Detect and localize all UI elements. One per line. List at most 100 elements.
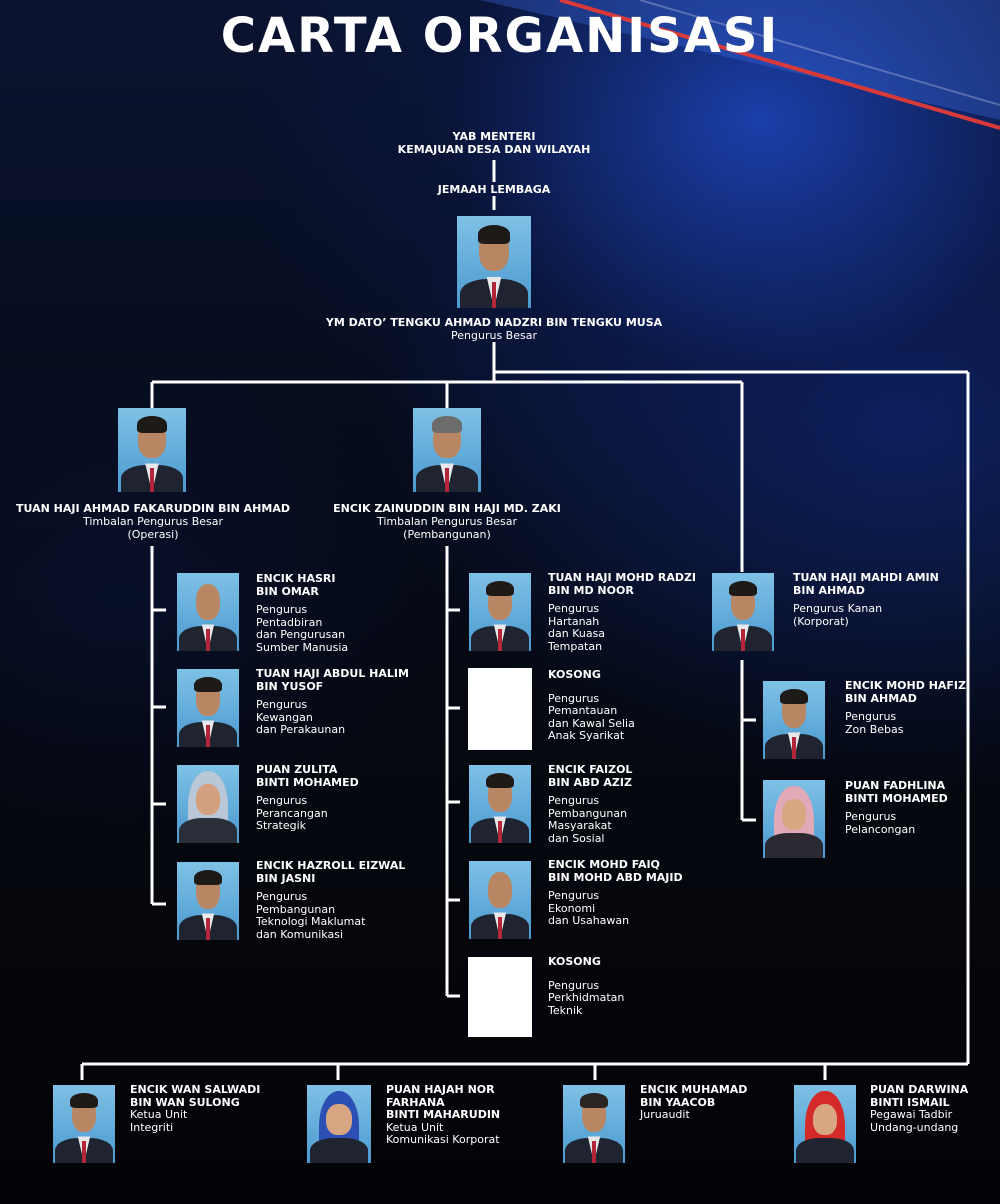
- deputy-operasi-photo: [118, 408, 186, 492]
- unit-role-1a: Ketua Unit: [130, 1108, 188, 1121]
- korporat-head-name-b: BIN AHMAD: [793, 583, 865, 597]
- operasi-photo-1: [177, 573, 239, 651]
- deputy-operasi-division: (Operasi): [127, 528, 179, 541]
- korporat-head-role-b: (Korporat): [793, 614, 849, 628]
- unit-card-1: ENCIK WAN SALWADI BIN WAN SULONG Ketua U…: [130, 1083, 295, 1134]
- operasi-photo-3: [177, 765, 239, 843]
- deputy-pembangunan-photo: [413, 408, 481, 492]
- pembangunan-name-4a: ENCIK MOHD FAIQ: [548, 858, 660, 871]
- korporat-head-card: TUAN HAJI MAHDI AMIN BIN AHMAD Pengurus …: [793, 571, 963, 628]
- pembangunan-card-5: KOSONG Pengurus Perkhidmatan Teknik: [548, 955, 708, 1017]
- deputy-operasi-caption: TUAN HAJI AHMAD FAKARUDDIN BIN AHMAD Tim…: [8, 502, 298, 541]
- korporat-sub-role-2b: Pelancongan: [845, 822, 916, 836]
- ceo-caption: YM DATO’ TENGKU AHMAD NADZRI BIN TENGKU …: [294, 316, 694, 342]
- operasi-role-4b: Pembangunan: [256, 902, 336, 916]
- korporat-sub-name-2a: PUAN FADHLINA: [845, 779, 946, 792]
- unit-photo-1: [53, 1085, 115, 1163]
- unit-name-2a: PUAN HAJAH NOR FARHANA: [386, 1083, 495, 1109]
- operasi-role-4c: Teknologi Maklumat: [256, 915, 366, 928]
- unit-card-4: PUAN DARWINA BINTI ISMAIL Pegawai Tadbir…: [870, 1083, 995, 1134]
- unit-role-2a: Ketua Unit: [386, 1120, 444, 1134]
- pembangunan-role-2c: dan Kawal Selia: [548, 716, 635, 730]
- pembangunan-role-4a: Pengurus: [548, 889, 600, 902]
- pembangunan-role-1b: Hartanah: [548, 614, 600, 628]
- pembangunan-card-3: ENCIK FAIZOL BIN ABD AZIZ Pengurus Pemba…: [548, 763, 708, 845]
- minister-line-1: YAB MENTERI: [452, 130, 536, 143]
- operasi-role-3c: Strategik: [256, 819, 307, 832]
- operasi-role-3a: Pengurus: [256, 794, 308, 807]
- pembangunan-card-1: TUAN HAJI MOHD RADZI BIN MD NOOR Penguru…: [548, 571, 708, 653]
- portrait-male-icon: [195, 583, 221, 620]
- unit-name-1b: BIN WAN SULONG: [130, 1095, 240, 1109]
- korporat-sub-card-1: ENCIK MOHD HAFIZ BIN AHMAD Pengurus Zon …: [845, 679, 995, 736]
- pembangunan-card-4: ENCIK MOHD FAIQ BIN MOHD ABD MAJID Pengu…: [548, 858, 718, 928]
- pembangunan-name-3a: ENCIK FAIZOL: [548, 763, 633, 776]
- ceo-photo: [457, 216, 531, 308]
- unit-card-3: ENCIK MUHAMAD BIN YAACOB Juruaudit: [640, 1083, 780, 1122]
- operasi-name-4b: BIN JASNI: [256, 871, 316, 885]
- korporat-sub-role-2a: Pengurus: [845, 810, 897, 823]
- unit-photo-3: [563, 1085, 625, 1163]
- unit-role-4a: Pegawai Tadbir: [870, 1108, 953, 1121]
- ceo-name: YM DATO’ TENGKU AHMAD NADZRI BIN TENGKU …: [325, 316, 663, 329]
- pembangunan-name-1a: TUAN HAJI MOHD RADZI: [548, 571, 697, 584]
- pembangunan-role-3c: Masyarakat: [548, 819, 612, 832]
- pembangunan-role-3d: dan Sosial: [548, 831, 605, 845]
- pembangunan-role-4c: dan Usahawan: [548, 914, 630, 927]
- operasi-role-1a: Pengurus: [256, 603, 308, 616]
- korporat-sub-photo-2: [763, 780, 825, 858]
- unit-card-2: PUAN HAJAH NOR FARHANA BINTI MAHARUDIN K…: [386, 1083, 556, 1147]
- decorative-streak: [480, 0, 1000, 130]
- operasi-name-1b: BIN OMAR: [256, 584, 319, 598]
- deputy-operasi-name: TUAN HAJI AHMAD FAKARUDDIN BIN AHMAD: [16, 502, 290, 515]
- unit-name-4a: PUAN DARWINA: [870, 1083, 969, 1096]
- operasi-role-4a: Pengurus: [256, 890, 308, 903]
- operasi-photo-2: [177, 669, 239, 747]
- unit-name-1a: ENCIK WAN SALWADI: [130, 1083, 261, 1096]
- pembangunan-role-2b: Pemantauan: [548, 704, 618, 717]
- operasi-card-4: ENCIK HAZROLL EIZWAL BIN JASNI Pengurus …: [256, 859, 426, 941]
- operasi-name-3b: BINTI MOHAMED: [256, 775, 359, 789]
- pembangunan-photo-4: [469, 861, 531, 939]
- operasi-photo-4: [177, 862, 239, 940]
- operasi-role-2a: Pengurus: [256, 698, 308, 711]
- pembangunan-role-3b: Pembangunan: [548, 806, 628, 820]
- unit-photo-4: [794, 1085, 856, 1163]
- minister-line-2: KEMAJUAN DESA DAN WILAYAH: [397, 143, 591, 156]
- pembangunan-role-5a: Pengurus: [548, 978, 600, 992]
- unit-role-1b: Integriti: [130, 1120, 174, 1134]
- operasi-name-4a: ENCIK HAZROLL EIZWAL: [256, 859, 406, 872]
- unit-name-4b: BINTI ISMAIL: [870, 1095, 950, 1109]
- korporat-sub-card-2: PUAN FADHLINA BINTI MOHAMED Pengurus Pel…: [845, 779, 995, 836]
- pembangunan-name-1b: BIN MD NOOR: [548, 583, 634, 597]
- pembangunan-name-5: KOSONG: [548, 955, 601, 968]
- pembangunan-card-2: KOSONG Pengurus Pemantauan dan Kawal Sel…: [548, 668, 708, 743]
- korporat-sub-name-1a: ENCIK MOHD HAFIZ: [845, 679, 967, 692]
- pembangunan-photo-3: [469, 765, 531, 843]
- operasi-name-2b: BIN YUSOF: [256, 679, 324, 693]
- unit-name-2b: BINTI MAHARUDIN: [386, 1108, 501, 1121]
- korporat-sub-name-1b: BIN AHMAD: [845, 691, 917, 705]
- ceo-role: Pengurus Besar: [451, 329, 537, 342]
- unit-role-4b: Undang-undang: [870, 1120, 959, 1134]
- korporat-head-name-a: TUAN HAJI MAHDI AMIN: [793, 571, 939, 584]
- deputy-pembangunan-role: Timbalan Pengurus Besar: [376, 515, 518, 528]
- deputy-pembangunan-caption: ENCIK ZAINUDDIN BIN HAJI MD. ZAKI Timbal…: [312, 502, 582, 541]
- unit-name-3a: ENCIK MUHAMAD: [640, 1083, 748, 1096]
- operasi-role-3b: Perancangan: [256, 806, 328, 820]
- operasi-name-1a: ENCIK HASRI: [256, 572, 336, 585]
- pembangunan-role-2a: Pengurus: [548, 691, 600, 705]
- pembangunan-name-4b: BIN MOHD ABD MAJID: [548, 870, 683, 884]
- pembangunan-photo-5-vacant: [468, 957, 532, 1037]
- operasi-role-1d: Sumber Manusia: [256, 640, 349, 654]
- operasi-card-1: ENCIK HASRI BIN OMAR Pengurus Pentadbira…: [256, 572, 416, 654]
- korporat-head-role-a: Pengurus Kanan: [793, 602, 883, 615]
- operasi-role-2b: Kewangan: [256, 710, 313, 724]
- operasi-role-1c: dan Pengurusan: [256, 628, 346, 641]
- pembangunan-role-5c: Teknik: [548, 1003, 583, 1017]
- board-text: JEMAAH LEMBAGA: [437, 183, 551, 196]
- operasi-role-4d: dan Komunikasi: [256, 927, 344, 941]
- pembangunan-photo-2-vacant: [468, 668, 532, 750]
- pembangunan-photo-1: [469, 573, 531, 651]
